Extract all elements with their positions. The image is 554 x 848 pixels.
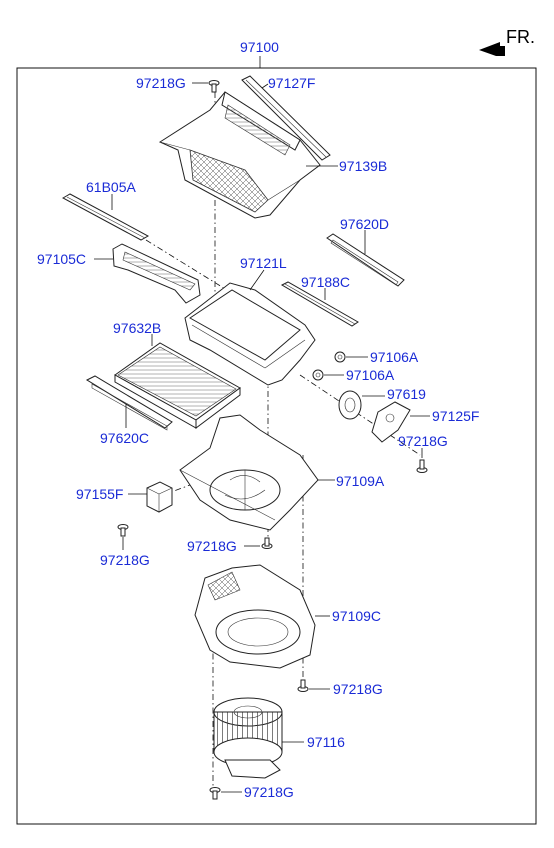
label-97632B[interactable]: 97632B [113, 320, 161, 336]
label-97105C[interactable]: 97105C [37, 251, 86, 267]
part-97109A[interactable] [179, 414, 319, 531]
part-97105C[interactable] [112, 243, 201, 304]
front-label: FR. [506, 27, 535, 47]
label-97218G-left[interactable]: 97218G [100, 552, 150, 568]
label-97619[interactable]: 97619 [387, 386, 426, 402]
label-97109C[interactable]: 97109C [332, 608, 381, 624]
label-97121L[interactable]: 97121L [240, 255, 287, 271]
label-97139B[interactable]: 97139B [339, 158, 387, 174]
assembly-frame [16, 67, 537, 825]
part-97106A-lower[interactable] [312, 369, 324, 381]
label-61B05A[interactable]: 61B05A [86, 179, 136, 195]
arrow-left-icon [479, 42, 505, 56]
part-97155F[interactable] [146, 481, 173, 513]
part-97218G-bottom[interactable] [209, 787, 221, 800]
part-97127F[interactable] [241, 75, 331, 161]
label-97218G-right[interactable]: 97218G [398, 433, 448, 449]
label-97218G-low[interactable]: 97218G [333, 681, 383, 697]
label-97109A[interactable]: 97109A [336, 473, 385, 489]
label-97188C[interactable]: 97188C [301, 274, 350, 290]
front-indicator: FR. [479, 27, 535, 56]
label-97620C[interactable]: 97620C [100, 430, 149, 446]
part-97109C[interactable] [194, 564, 316, 669]
assembly-number-label[interactable]: 97100 [240, 39, 279, 55]
part-97632B[interactable] [114, 342, 241, 429]
part-97218G-mid[interactable] [261, 537, 273, 549]
label-97106A-upper[interactable]: 97106A [370, 349, 419, 365]
part-97620D[interactable] [326, 233, 405, 287]
part-97218G-top[interactable] [208, 80, 220, 93]
part-97218G-low[interactable] [297, 679, 309, 692]
part-61B05A[interactable] [61, 193, 150, 241]
part-97218G-left[interactable] [117, 524, 129, 537]
label-97116[interactable]: 97116 [307, 734, 345, 750]
part-97188C[interactable] [280, 281, 359, 327]
label-97218G-mid[interactable]: 97218G [187, 538, 237, 554]
label-97125F[interactable]: 97125F [432, 408, 479, 424]
part-97218G-right[interactable] [416, 459, 428, 473]
label-97127F[interactable]: 97127F [268, 75, 315, 91]
part-97125F[interactable] [371, 401, 411, 443]
label-97218G-top[interactable]: 97218G [136, 75, 186, 91]
part-97106A-upper[interactable] [334, 351, 346, 363]
label-97620D[interactable]: 97620D [340, 216, 389, 232]
label-97106A-lower[interactable]: 97106A [346, 367, 395, 383]
label-97218G-bottom[interactable]: 97218G [244, 784, 294, 800]
part-97116[interactable] [213, 697, 283, 779]
part-97620C[interactable] [85, 375, 173, 431]
part-97139B[interactable] [158, 91, 321, 219]
label-97155F[interactable]: 97155F [76, 486, 123, 502]
part-97619[interactable] [338, 390, 362, 420]
part-97121L[interactable] [184, 282, 316, 386]
